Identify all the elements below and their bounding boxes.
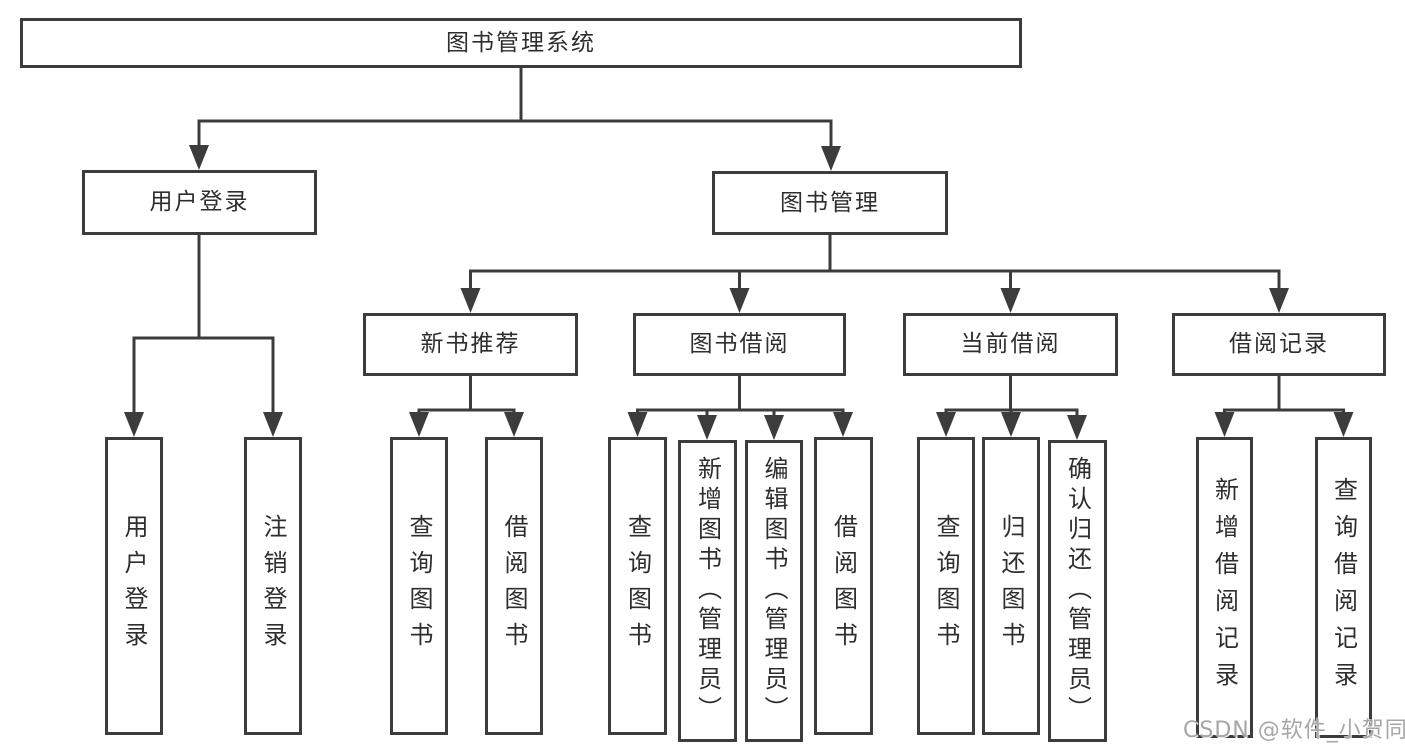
node-current-borrowing: 当前借阅 xyxy=(903,313,1118,376)
node-new-book-recommendation: 新书推荐 xyxy=(363,313,578,376)
node-add-book-admin: 新增图书（管理员） xyxy=(678,440,737,742)
node-borrow-books-recommend: 借阅图书 xyxy=(485,437,543,735)
node-borrow-books-leaf: 借阅图书 xyxy=(814,437,873,735)
node-query-books-recommend: 查询图书 xyxy=(390,437,448,735)
node-query-borrow-record: 查询借阅记录 xyxy=(1315,437,1372,738)
node-logout-leaf: 注销登录 xyxy=(244,437,302,735)
node-edit-book-admin: 编辑图书（管理员） xyxy=(745,440,803,742)
node-query-books-borrowing: 查询图书 xyxy=(608,437,667,735)
node-user-login-branch: 用户登录 xyxy=(82,170,317,235)
node-library-management-system: 图书管理系统 xyxy=(20,18,1022,68)
node-confirm-return-admin: 确认归还（管理员） xyxy=(1048,440,1107,742)
arrow-down-icons xyxy=(124,145,1354,440)
node-borrowing-records: 借阅记录 xyxy=(1172,313,1386,376)
node-query-books-current: 查询图书 xyxy=(917,437,975,735)
csdn-watermark: CSDN @软件_小贺同学 xyxy=(1183,718,1405,743)
node-return-books: 归还图书 xyxy=(982,437,1040,735)
node-user-login-leaf: 用户登录 xyxy=(105,437,163,735)
node-book-management-branch: 图书管理 xyxy=(712,171,948,235)
node-book-borrowing: 图书借阅 xyxy=(633,313,846,376)
node-add-borrow-record: 新增借阅记录 xyxy=(1196,437,1253,738)
